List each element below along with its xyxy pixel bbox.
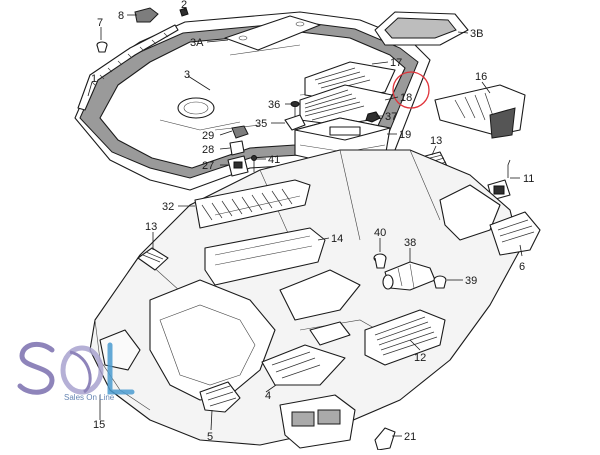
vent-16 xyxy=(434,84,526,139)
callout-11: 11 xyxy=(523,173,534,185)
logo-swoosh xyxy=(69,350,92,394)
callout-1: 1 xyxy=(91,73,97,85)
dashboard-main xyxy=(89,149,521,446)
nut-37 xyxy=(365,111,381,123)
callout-27: 27 xyxy=(202,160,214,172)
callout-labels: 7 8 2 1 3A 3B 3 17 16 36 18 37 35 29 19 … xyxy=(91,0,534,443)
callout-3b: 3B xyxy=(470,28,483,40)
clip-40 xyxy=(373,253,387,269)
grille-13-side xyxy=(137,247,169,271)
vent-4 xyxy=(261,321,351,386)
clip-2 xyxy=(179,7,189,17)
callout-4: 4 xyxy=(265,390,271,402)
cover-3a xyxy=(224,15,321,51)
vent-6 xyxy=(489,211,541,256)
callout-15: 15 xyxy=(93,419,105,431)
trim-panel-14 xyxy=(204,227,326,286)
callout-35: 35 xyxy=(255,118,267,130)
switch-27 xyxy=(227,155,249,177)
callout-16: 16 xyxy=(475,71,487,83)
callout-12: 12 xyxy=(414,352,426,364)
windshield-strip xyxy=(77,24,179,111)
trim-3b xyxy=(374,11,469,46)
callout-32: 32 xyxy=(162,201,174,213)
vent-12 xyxy=(364,309,446,366)
callout-17: 17 xyxy=(390,57,402,69)
callout-13-side: 13 xyxy=(145,221,157,233)
callout-6: 6 xyxy=(519,261,525,273)
callout-36: 36 xyxy=(268,99,280,111)
defrost-grille-32 xyxy=(194,179,311,229)
callout-13-upper: 13 xyxy=(430,135,442,147)
bolt-41 xyxy=(251,155,257,172)
switch-assembly-lower xyxy=(279,394,356,449)
callout-37: 37 xyxy=(385,111,397,123)
plug-7 xyxy=(96,41,108,53)
part-21 xyxy=(374,427,396,451)
vent-5 xyxy=(199,381,241,413)
callout-18: 18 xyxy=(400,92,412,104)
callout-5: 5 xyxy=(207,431,213,443)
bracket-35 xyxy=(284,114,306,131)
callout-41: 41 xyxy=(268,154,280,166)
leader-lines xyxy=(87,9,523,437)
callout-28: 28 xyxy=(202,144,214,156)
logo-letter-l xyxy=(107,342,135,395)
callout-8: 8 xyxy=(118,10,124,22)
logo-letter-o xyxy=(60,345,104,395)
callout-3: 3 xyxy=(184,69,190,81)
callout-40: 40 xyxy=(374,227,386,239)
sol-watermark-logo: Sales On Line xyxy=(17,341,135,402)
callout-38: 38 xyxy=(404,237,416,249)
callout-14: 14 xyxy=(331,233,343,245)
callout-2: 2 xyxy=(181,0,187,11)
callout-19: 19 xyxy=(399,129,411,141)
clip-39 xyxy=(433,275,447,289)
callout-7: 7 xyxy=(97,17,103,29)
clip-29 xyxy=(231,125,249,139)
clip-8 xyxy=(134,7,159,23)
screw-36 xyxy=(290,101,300,118)
callout-29: 29 xyxy=(202,130,214,142)
logo-letter-s xyxy=(17,341,55,395)
callout-3a: 3A xyxy=(190,37,204,49)
callout-39: 39 xyxy=(465,275,477,287)
connector-28 xyxy=(229,140,245,156)
highlight-ring xyxy=(392,71,430,109)
callout-21: 21 xyxy=(404,431,416,443)
logo-tagline: Sales On Line xyxy=(64,393,115,402)
